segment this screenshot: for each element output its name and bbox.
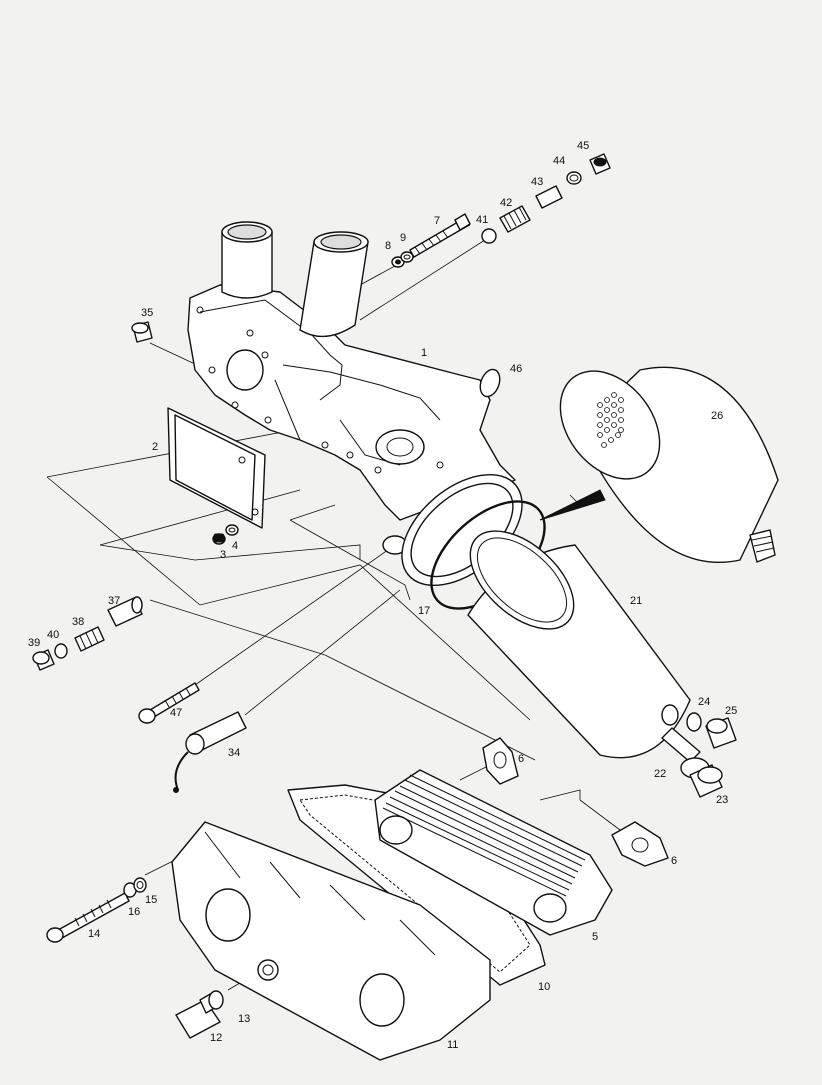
callout-4: 4 [232,540,238,552]
filter-housing [187,221,523,587]
callout-12: 12 [210,1032,222,1044]
bolt-23 [689,764,723,798]
callout-46: 46 [510,363,522,375]
washer-40 [54,643,68,659]
callout-45: 45 [577,140,589,152]
callout-3: 3 [220,549,226,561]
callout-39: 39 [28,637,40,649]
valve-37 [107,596,143,627]
callout-1: 1 [421,347,427,359]
callout-34: 34 [228,747,240,759]
filter-canister-21 [467,530,691,759]
callout-38: 38 [72,616,84,628]
callout-21: 21 [630,595,642,607]
callout-35: 35 [141,307,153,319]
callout-labels: 1 2 3 4 5 6 6 7 8 9 10 11 12 13 14 15 16… [28,140,737,1051]
callout-37: 37 [108,595,120,607]
bolt-3 [212,524,239,545]
union-22 [661,727,710,779]
washer-9 [400,251,414,263]
bolt-14 [46,892,130,943]
spring-42 [499,205,531,233]
cooler-cover-11 [171,821,491,1061]
callout-10: 10 [538,981,550,993]
washer-15 [133,877,147,893]
callout-11: 11 [447,1039,458,1051]
callout-8: 8 [385,240,391,252]
callout-14: 14 [88,928,100,940]
plunger-43 [535,185,563,209]
gasket-6-upper [482,737,519,785]
callout-40: 40 [47,629,59,641]
callout-22: 22 [654,768,666,780]
o-ring-46 [479,368,501,398]
plug-25 [705,717,737,749]
filter-element-26 [539,366,779,564]
callout-43: 43 [531,176,543,188]
callout-41: 41 [476,214,488,226]
seal-44 [566,171,582,185]
callout-9: 9 [400,232,406,244]
gasket-10 [287,784,546,986]
callout-15: 15 [145,894,157,906]
ball-41 [481,228,497,244]
oil-cooler-5 [374,769,613,936]
callout-44: 44 [553,155,565,167]
callout-47: 47 [170,707,182,719]
spring-38 [74,626,105,652]
plug-39 [32,649,55,671]
callout-25: 25 [725,705,737,717]
callout-2: 2 [152,441,158,453]
callout-7: 7 [434,215,440,227]
plug-45 [589,153,611,175]
washer-13 [208,990,224,1010]
callout-5: 5 [592,931,598,943]
callout-24: 24 [698,696,710,708]
cap-35 [131,321,153,343]
callout-6a: 6 [518,753,524,765]
callout-42: 42 [500,197,512,209]
callout-17: 17 [418,605,430,617]
washer-24 [686,712,702,732]
gasket-6-lower [611,821,669,867]
callout-23: 23 [716,794,728,806]
callout-26: 26 [711,410,723,422]
sender-34 [173,711,247,793]
cover-plate [167,407,266,529]
callout-6b: 6 [671,855,677,867]
callout-13: 13 [238,1013,250,1025]
bolt-47 [138,682,200,724]
callout-16: 16 [128,906,140,918]
